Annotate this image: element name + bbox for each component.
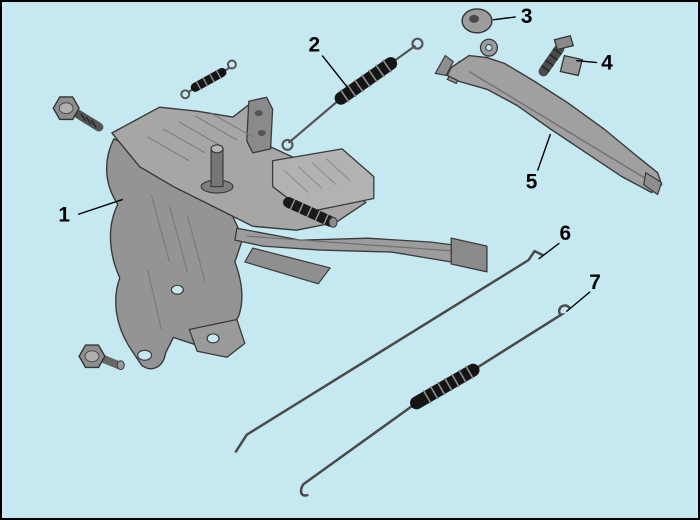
- callout-1-label: 1: [58, 203, 70, 226]
- callout-4-label: 4: [601, 51, 613, 74]
- extension-spring: [281, 37, 424, 151]
- callout-5-label: 5: [526, 171, 538, 194]
- rod-with-spring: [299, 304, 571, 497]
- bracket-flange: [246, 96, 274, 154]
- callout-7-label: 7: [589, 271, 601, 294]
- callout-1-leader: [77, 198, 123, 216]
- bracket-brace: [244, 247, 331, 285]
- flange-rivet-icon: [254, 110, 263, 117]
- main-bracket-assembly: [52, 59, 488, 371]
- hex-bolt-bottom: [78, 344, 125, 371]
- lever-tip-foot: [643, 171, 663, 196]
- hatch-lines-top: [147, 112, 254, 162]
- callout-2-label: 2: [308, 34, 320, 57]
- callout-3-leader: [492, 16, 516, 21]
- cap: [461, 8, 493, 34]
- hatch-lines-angle-plate: [284, 158, 351, 193]
- hatch-lines-lower: [147, 195, 206, 330]
- callout-6-leader: [538, 242, 560, 260]
- control-rod: [234, 249, 544, 453]
- callout-3-label: 3: [521, 5, 533, 28]
- bracket-angle-plate: [271, 148, 375, 214]
- callout-5-leader: [536, 133, 552, 171]
- flange-rivet-icon: [257, 130, 266, 136]
- callout-2-leader: [321, 55, 350, 90]
- callout-6-label: 6: [560, 222, 572, 245]
- hex-bolt-top: [52, 96, 104, 132]
- mounting-hole: [206, 333, 220, 344]
- bracket-arm-ridge: [246, 235, 470, 253]
- threaded-pin: [283, 196, 338, 228]
- callout-7-leader: [565, 291, 591, 313]
- lever-fork: [434, 54, 454, 77]
- lever-arm: [434, 38, 663, 196]
- bracket-arm-channel-end: [450, 237, 488, 273]
- lever-ridge: [468, 70, 647, 180]
- mounting-hole: [137, 349, 153, 361]
- mounting-hole: [170, 284, 184, 295]
- small-spring: [180, 59, 237, 100]
- pivot-stud: [200, 144, 234, 194]
- callout-leader-lines: [77, 16, 598, 313]
- lever-pivot-hole: [485, 43, 493, 52]
- callout-numbers: 1 2 3 4 5 6 7: [58, 5, 613, 294]
- callout-4-leader: [576, 59, 598, 64]
